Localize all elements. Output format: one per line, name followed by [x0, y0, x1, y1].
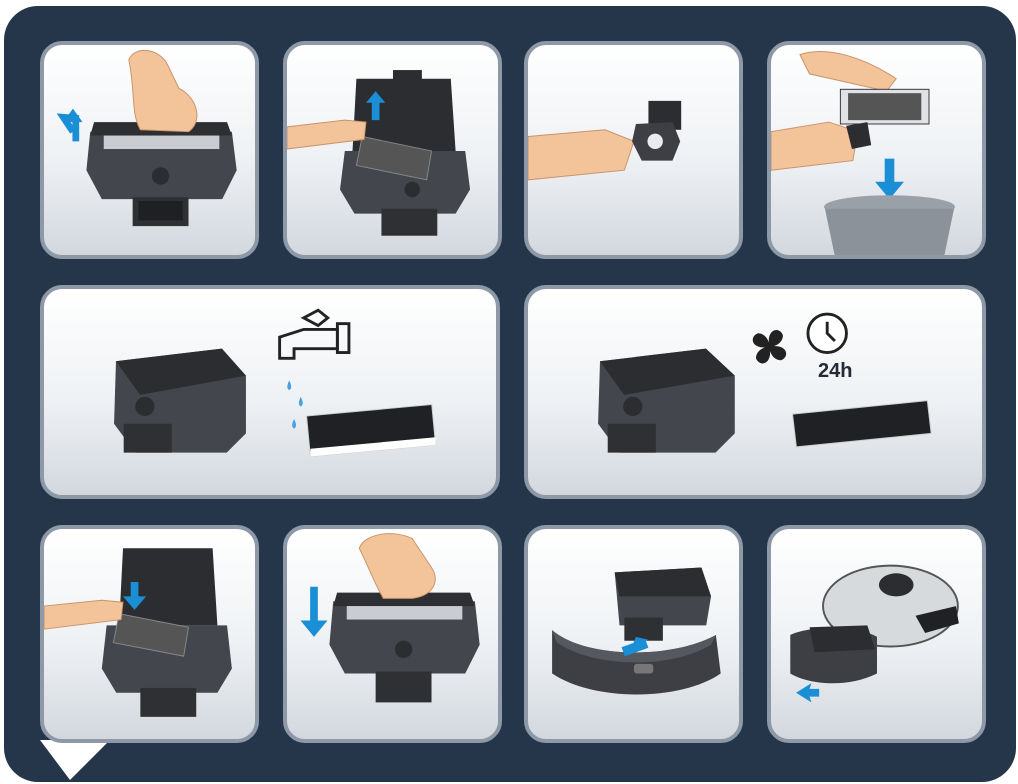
step-5-panel — [40, 285, 500, 499]
rinse-faucet-icon — [44, 289, 496, 495]
step-1-panel — [40, 41, 259, 259]
lift-lid-icon — [44, 45, 255, 255]
air-dry-fan-icon — [528, 289, 982, 495]
board-notch — [0, 740, 110, 784]
step-6-panel: 24h — [524, 285, 986, 499]
step-4-panel — [767, 41, 986, 259]
step-7-panel — [40, 525, 259, 743]
step-10-panel — [767, 525, 986, 743]
step-3-panel — [524, 41, 743, 259]
slide-bin-icon — [528, 529, 739, 739]
remove-filter-icon — [287, 45, 498, 255]
dry-time-label: 24h — [818, 360, 852, 383]
discard-trash-icon — [771, 45, 982, 255]
close-lid-icon — [287, 529, 498, 739]
fan-icon — [753, 330, 786, 363]
reinstall-robot-icon — [771, 529, 982, 739]
insert-filter-icon — [44, 529, 255, 739]
step-8-panel — [283, 525, 502, 743]
step-2-panel — [283, 41, 502, 259]
filter-holder-icon — [528, 45, 739, 255]
step-9-panel — [524, 525, 743, 743]
clock-icon — [808, 314, 847, 353]
